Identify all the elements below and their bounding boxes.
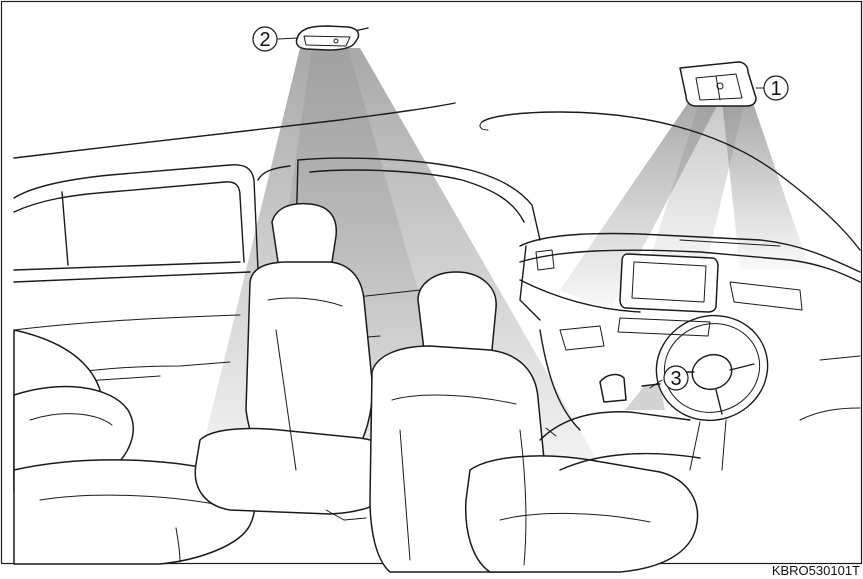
callout-1: 1 <box>764 76 788 100</box>
callout-1-label: 1 <box>770 78 781 100</box>
callout-2: 2 <box>253 27 277 51</box>
rear-dome-light <box>296 26 358 50</box>
gear-shift-knob <box>600 375 626 402</box>
callout-3: 3 <box>664 366 688 390</box>
callout-3-label: 3 <box>670 368 681 390</box>
infotainment-screen <box>620 254 718 312</box>
front-map-light <box>680 62 756 106</box>
figure-reference-code: KBRO530101T <box>772 563 860 578</box>
callout-2-label: 2 <box>259 29 270 51</box>
